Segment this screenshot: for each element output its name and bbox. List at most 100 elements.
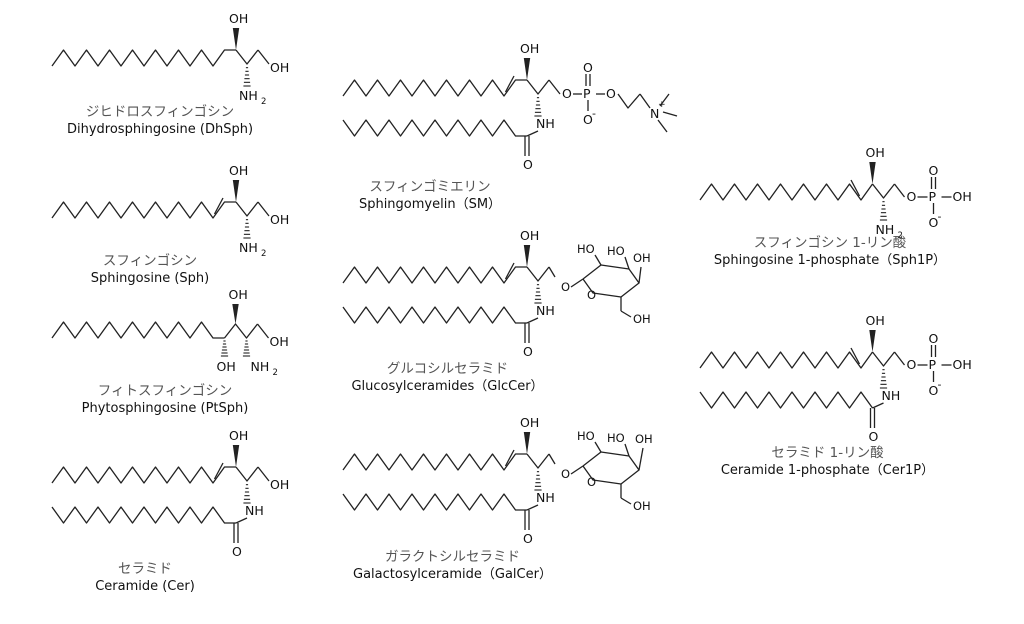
galcer-sugar-oh1-bond — [594, 441, 602, 453]
cer-c3-wedge — [232, 445, 240, 467]
caption-ptsph: フィトスフィンゴシン Phytosphingosine (PtSph) — [60, 382, 270, 418]
ptsph-nh2: NH — [251, 359, 270, 374]
cer1p-c-n-bond — [872, 402, 884, 409]
glccer-c1-bond — [548, 266, 556, 278]
glccer-amide-chain — [342, 306, 527, 324]
dhsph-chain — [51, 49, 236, 67]
sm-p-o-top: O — [583, 60, 593, 75]
glccer-sugar-glyco-o: O — [561, 280, 570, 294]
sph-double-bond — [213, 197, 224, 215]
ptsph-c4-oh: OH — [217, 359, 236, 374]
galcer-amide-chain — [342, 493, 527, 511]
ptsph-chain — [51, 321, 225, 339]
sm-c3-oh: OH — [520, 41, 539, 56]
dhsph-nh2-sub: 2 — [261, 97, 266, 107]
galcer-sugar-oh3-bond — [638, 447, 644, 471]
cer1p-phosphate-p-o-minus: - — [938, 378, 942, 391]
galcer-sugar-glyco-bond — [570, 465, 584, 475]
glccer-sugar-oh2: HO — [607, 244, 625, 258]
sph1p-phosphate-p: P — [929, 189, 937, 204]
dhsph-c3-oh: OH — [229, 11, 248, 26]
dhsph-nh2: NH — [239, 88, 258, 103]
name-en-galcer: Galactosylceramide（GalCer） — [353, 567, 552, 582]
galcer-c2-hash — [534, 471, 542, 491]
sph-c3-oh: OH — [229, 163, 248, 178]
cer1p-c3-c2-c1 — [871, 351, 896, 367]
sph1p-c2-hash — [879, 201, 888, 221]
sph-c3-wedge — [232, 180, 240, 202]
glccer-sugar-oh1: HO — [577, 242, 595, 256]
cer1p-c3-wedge — [869, 330, 876, 352]
name-en-sm: Sphingomyelin（SM） — [358, 197, 502, 212]
cer1p-double-bond — [850, 347, 861, 365]
glccer-sugar-oh3-bond — [638, 266, 642, 284]
sm-sph-chain — [342, 79, 527, 97]
sm-c1-o-bond — [548, 79, 561, 95]
cer-sph-chain — [51, 466, 236, 484]
ptsph-c2-hash — [242, 340, 251, 357]
sm-n-me3 — [657, 119, 668, 133]
cer1p-phosphate-p-o-bottom: O — [929, 383, 939, 398]
galcer-sugar-oh2-bond — [624, 443, 630, 457]
cer1p-nh: NH — [882, 388, 901, 403]
galcer-sugar-ring-o: O — [587, 475, 596, 489]
cer1p-phosphate-ester-o: O — [907, 357, 917, 372]
galcer-nh: NH — [536, 490, 555, 505]
caption-cer1p: セラミド 1-リン酸 Ceramide 1-phosphate（Cer1P） — [705, 444, 950, 480]
glccer-c3-oh: OH — [520, 228, 539, 243]
name-en-sph1p: Sphingosine 1-phosphate（Sph1P） — [713, 253, 947, 268]
sm-p-o-minus: - — [592, 107, 596, 120]
sph1p-double-bond — [850, 179, 861, 197]
cer1p-amide-chain — [699, 391, 874, 409]
sph1p-c3-wedge — [869, 162, 876, 184]
cer-c2-hash — [243, 484, 251, 504]
name-jp-cer1p: セラミド 1-リン酸 — [771, 445, 884, 461]
sm-ester-o: O — [562, 86, 572, 101]
ptsph-core — [223, 323, 259, 339]
ptsph-c3-wedge — [232, 304, 239, 324]
sph-c3-c2-c1 — [235, 201, 259, 217]
dhsph-c1-oh-bond — [257, 49, 270, 65]
galcer-sugar-ch2-oh: OH — [633, 499, 651, 513]
galcer-c3-c2-c1 — [526, 453, 550, 469]
caption-sph: スフィンゴシン Sphingosine (Sph) — [60, 252, 240, 288]
glccer-sugar-oh2-bond — [624, 256, 630, 270]
sm-double-bond — [504, 75, 515, 93]
galcer-sugar-oh1: HO — [577, 429, 595, 443]
name-en-cer: Ceramide (Cer) — [95, 579, 195, 594]
name-jp-dhsph: ジヒドロスフィンゴシン — [85, 104, 235, 120]
sph-chain — [51, 201, 236, 219]
ptsph-c3-oh: OH — [229, 287, 248, 302]
cer1p-phosphate-p-o-top: O — [929, 331, 939, 346]
galcer-carbonyl-o: O — [523, 531, 533, 546]
sph1p-c3-oh: OH — [866, 145, 885, 160]
caption-sph1p: スフィンゴシン 1-リン酸 Sphingosine 1-phosphate（Sp… — [700, 234, 960, 270]
sm-c-n-bond — [526, 130, 539, 137]
ptsph-c4-hash — [220, 340, 229, 357]
galcer-c-n-bond — [526, 504, 539, 511]
sm-n-me2 — [662, 111, 678, 117]
galcer-c1-bond — [548, 453, 556, 465]
caption-sm: スフィンゴミエリン Sphingomyelin（SM） — [355, 178, 505, 214]
sph-nh2-sub: 2 — [261, 249, 266, 259]
name-jp-sm: スフィンゴミエリン — [369, 179, 491, 195]
galcer-c3-wedge — [523, 432, 531, 454]
glccer-sugar-oh1-bond — [594, 254, 602, 266]
name-jp-ptsph: フィトスフィンゴシン — [97, 383, 233, 399]
cer-amide-chain — [51, 506, 236, 524]
glccer-double-bond — [504, 262, 515, 280]
name-jp-galcer: ガラクトシルセラミド — [385, 549, 520, 565]
dhsph-c1-oh: OH — [270, 60, 289, 75]
glccer-sugar-ring-o: O — [587, 288, 596, 302]
galcer-c3-oh: OH — [520, 415, 539, 430]
cer-double-bond — [213, 462, 224, 480]
name-en-ptsph: Phytosphingosine (PtSph) — [81, 401, 249, 416]
galcer-double-bond — [504, 449, 515, 467]
sph-c1-oh-bond — [257, 201, 270, 217]
